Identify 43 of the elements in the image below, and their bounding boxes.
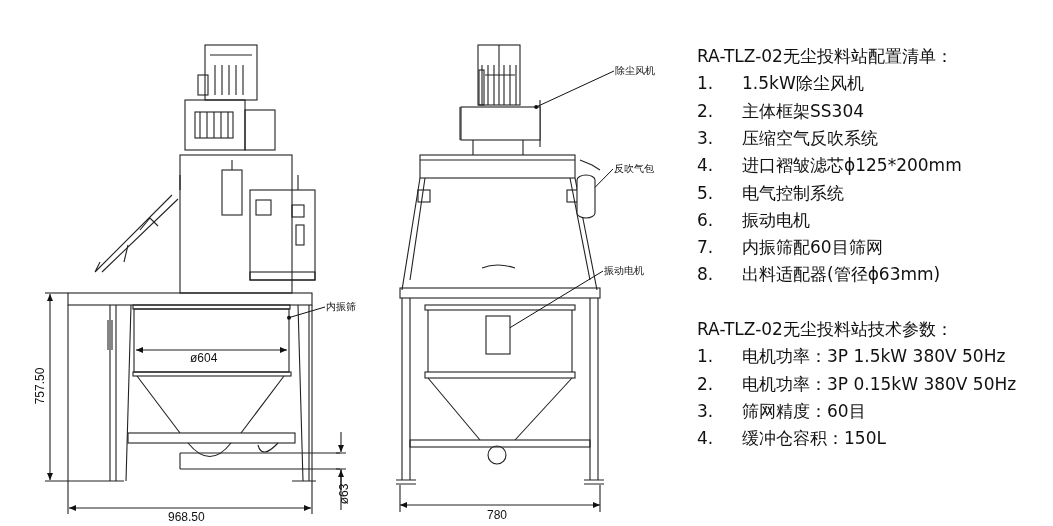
leader-line xyxy=(287,306,326,320)
dimension-label: ø604 xyxy=(190,352,218,364)
list-item: 振动电机 xyxy=(742,211,810,229)
list-heading: RA-TLZ-02无尘投料站配置清单： xyxy=(697,48,953,65)
list-item: 1.5kW除尘风机 xyxy=(742,75,864,93)
list-item: 电机功率：3P 0.15kW 380V 50Hz xyxy=(742,375,1017,393)
list-item: 筛网精度：60目 xyxy=(742,402,866,420)
list-item: 电机功率：3P 1.5kW 380V 50Hz xyxy=(742,348,1006,366)
part-label: 振动电机 xyxy=(604,266,644,276)
list-number: 4. xyxy=(697,157,714,175)
list-item: 内振筛配60目筛网 xyxy=(742,239,883,257)
part-label: 反吹气包 xyxy=(614,164,654,174)
leader-line xyxy=(534,70,615,109)
part-label: 内振筛 xyxy=(326,302,356,312)
air-tank xyxy=(576,174,596,219)
vibration-motor xyxy=(485,315,511,355)
list-number: 1. xyxy=(697,348,714,366)
dimension-label: 780 xyxy=(487,509,508,521)
list-item: 缓冲仓容积：150L xyxy=(742,430,886,448)
sieve-chamber xyxy=(133,308,290,373)
leader-line xyxy=(594,168,614,188)
fan-housing xyxy=(460,106,541,141)
list-heading: RA-TLZ-02无尘投料站技术参数： xyxy=(697,321,953,338)
list-number: 7. xyxy=(697,239,714,257)
list-number: 3. xyxy=(697,402,714,420)
list-item: 出料适配器(管径ϕ63mm) xyxy=(742,266,941,284)
dimension-label: 968.50 xyxy=(168,511,205,523)
part-label: 除尘风机 xyxy=(615,66,655,76)
leader-line xyxy=(509,270,604,329)
dimension-label: 757.50 xyxy=(34,367,47,405)
list-item: 进口褶皱滤芯ϕ125*200mm xyxy=(742,157,962,175)
list-number: 1. xyxy=(697,75,714,93)
list-number: 6. xyxy=(697,211,714,229)
list-number: 4. xyxy=(697,430,714,448)
dimension-label: ø63 xyxy=(338,483,351,505)
list-number: 5. xyxy=(697,184,714,202)
list-item: 电气控制系统 xyxy=(742,184,844,202)
list-number: 3. xyxy=(697,129,714,147)
list-item: 主体框架SS304 xyxy=(742,102,865,120)
list-number: 8. xyxy=(697,266,714,284)
list-item: 压缩空气反吹系统 xyxy=(742,129,878,147)
list-number: 2. xyxy=(697,102,714,120)
list-number: 2. xyxy=(697,375,714,393)
